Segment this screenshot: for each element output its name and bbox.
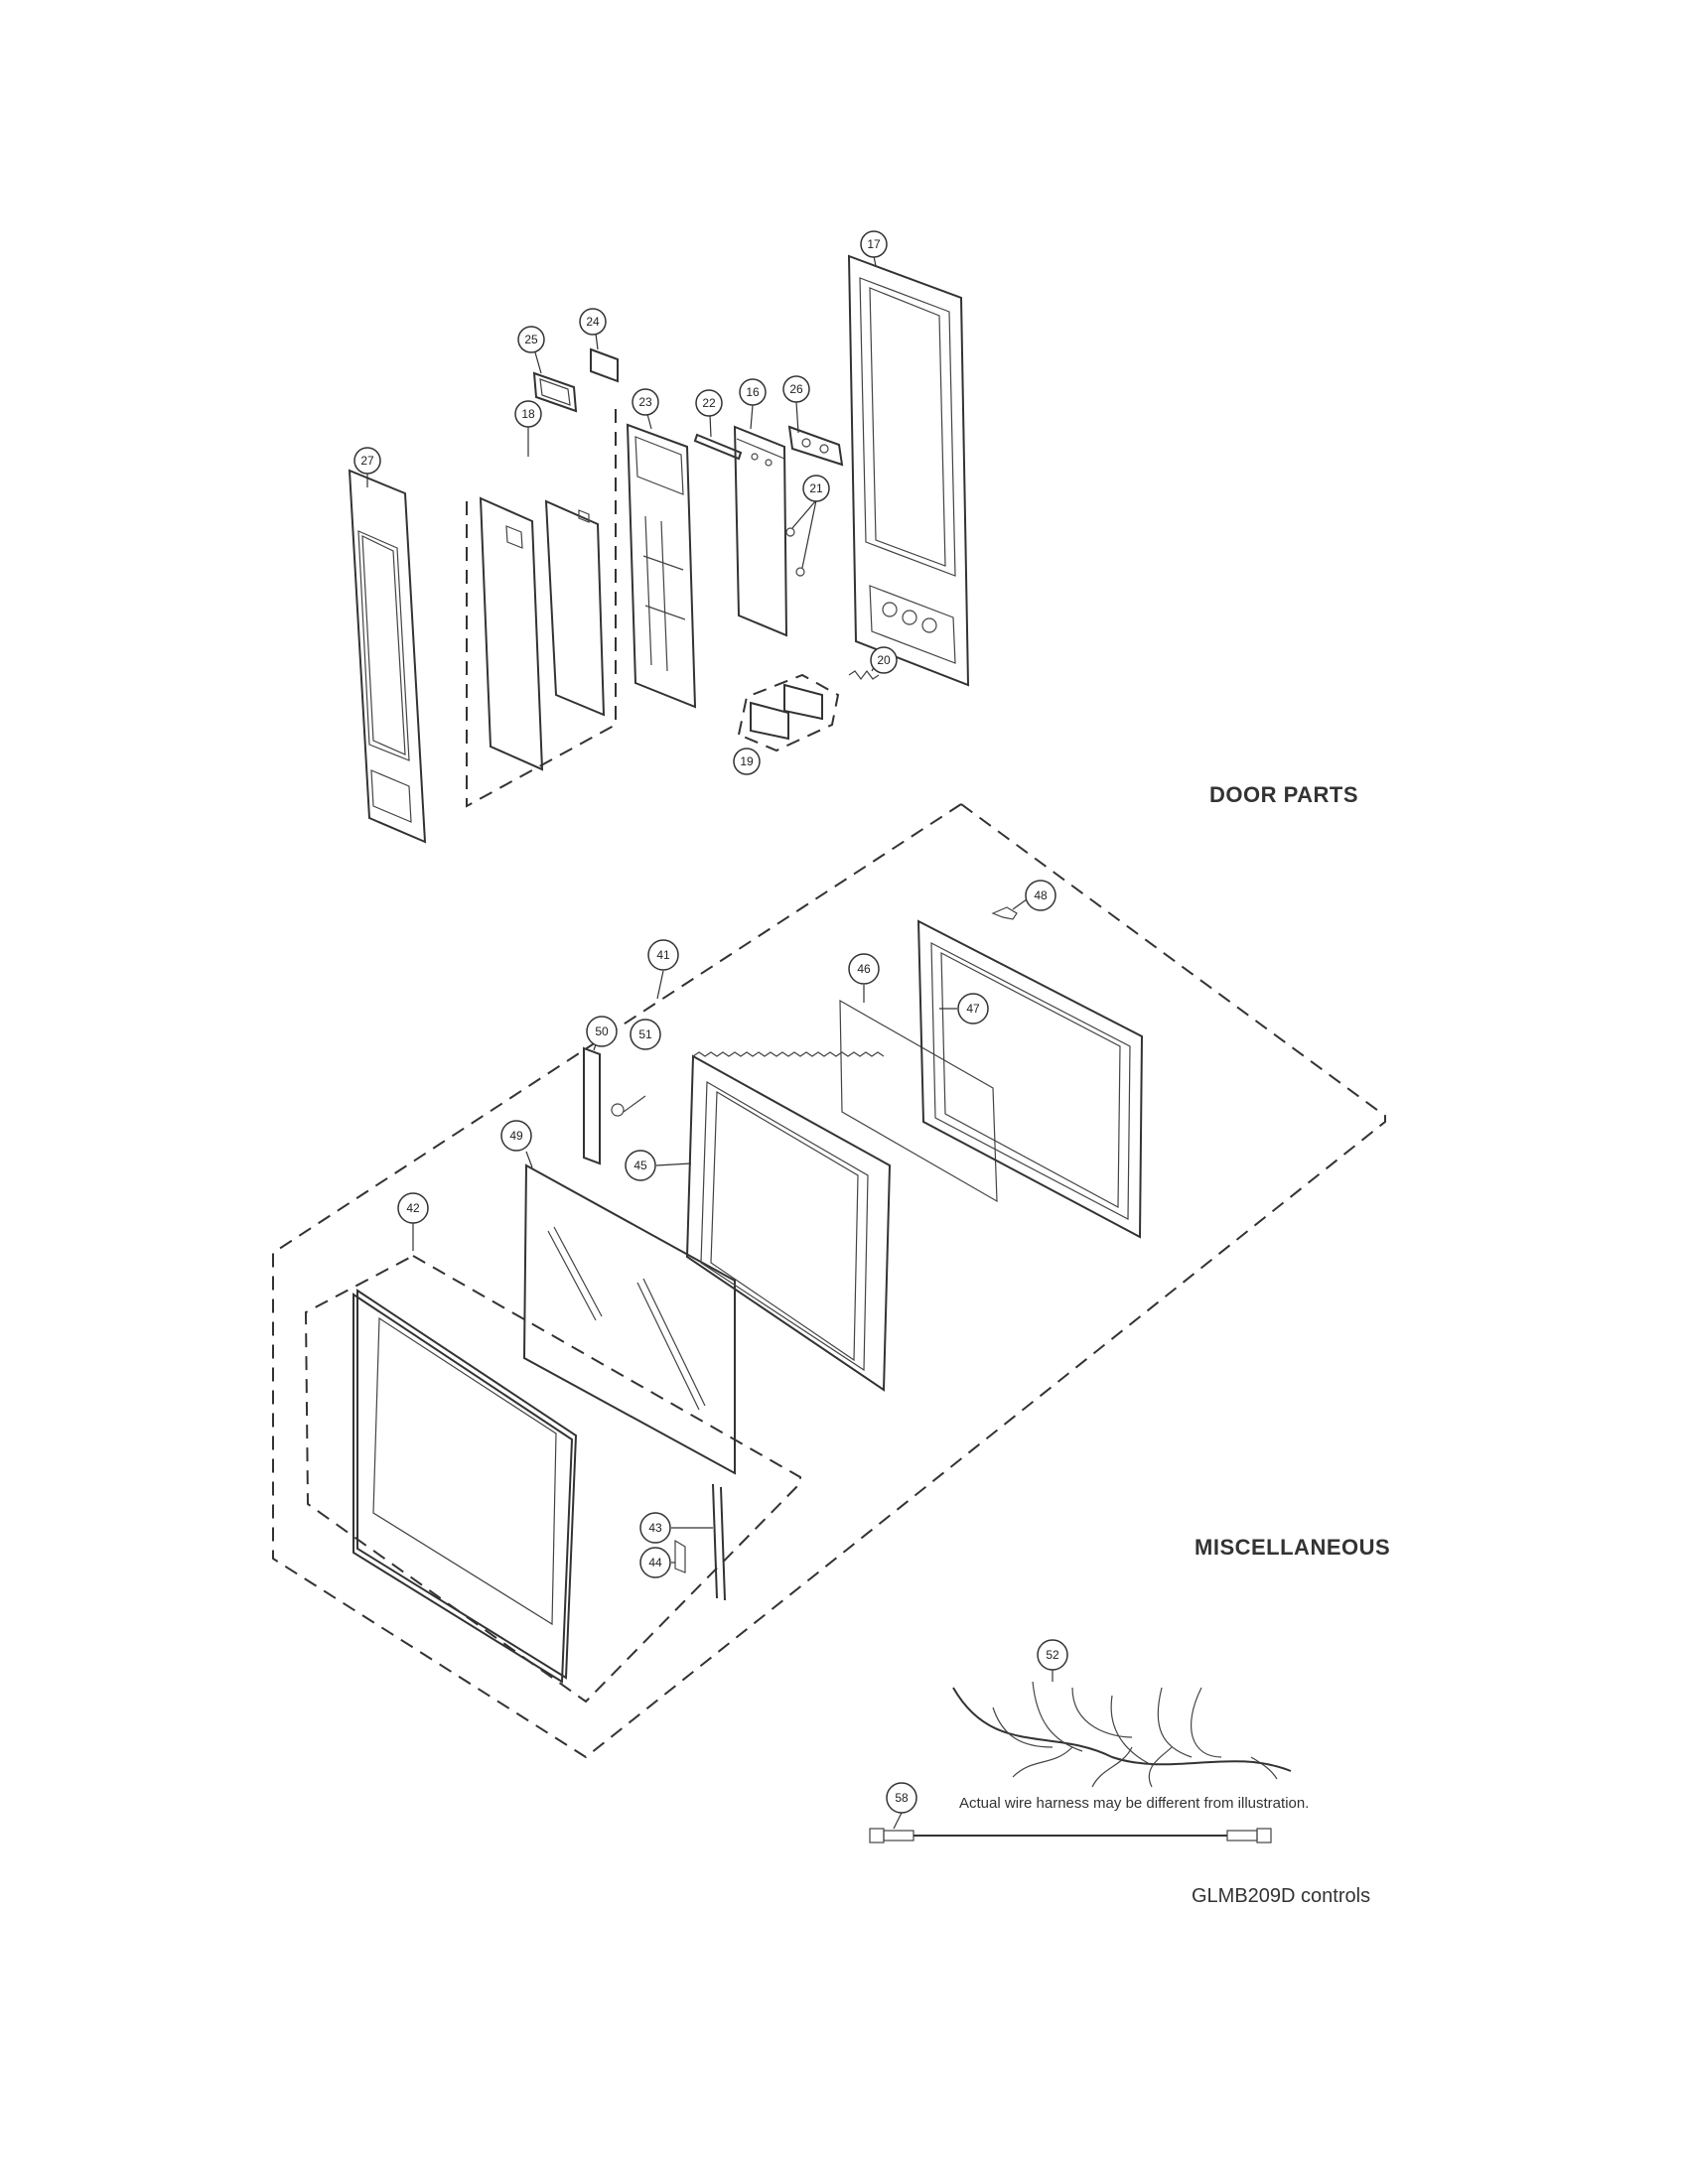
callout-58: 58	[886, 1782, 917, 1814]
svg-text:46: 46	[857, 962, 871, 976]
svg-text:51: 51	[638, 1027, 652, 1041]
callout-21: 21	[802, 475, 830, 502]
callout-47: 47	[957, 993, 989, 1024]
callout-25: 25	[517, 326, 545, 353]
callout-18: 18	[514, 400, 542, 428]
callout-45: 45	[625, 1150, 656, 1181]
svg-text:43: 43	[648, 1521, 662, 1535]
wire-harness-note: Actual wire harness may be different fro…	[959, 1795, 1310, 1812]
part-45-inner-frame	[685, 1051, 892, 1392]
part-16-control-board	[733, 425, 788, 637]
callout-26: 26	[782, 375, 810, 403]
callout-24: 24	[579, 308, 607, 336]
svg-text:45: 45	[633, 1159, 647, 1172]
callout-16: 16	[739, 378, 767, 406]
svg-text:18: 18	[521, 407, 535, 421]
callout-20: 20	[870, 646, 898, 674]
model-label: GLMB209D controls	[1192, 1885, 1371, 1907]
svg-text:17: 17	[867, 237, 881, 251]
svg-text:50: 50	[595, 1024, 609, 1038]
part-58-cable	[869, 1828, 1272, 1843]
svg-text:52: 52	[1046, 1648, 1059, 1662]
callout-52: 52	[1037, 1639, 1068, 1671]
svg-text:20: 20	[877, 653, 891, 667]
svg-text:42: 42	[406, 1201, 420, 1215]
part-41-door-assembly-group	[272, 803, 1386, 1759]
callout-23: 23	[632, 388, 659, 416]
svg-text:19: 19	[740, 754, 754, 768]
part-52-wire-harness	[952, 1681, 1292, 1788]
callout-46: 46	[848, 953, 880, 985]
callout-41: 41	[647, 939, 679, 971]
callout-51: 51	[630, 1019, 661, 1050]
part-17-door-frame	[847, 254, 970, 687]
callout-22: 22	[695, 389, 723, 417]
part-23-control-frame	[626, 423, 697, 709]
callout-44: 44	[639, 1547, 671, 1578]
callout-27: 27	[353, 447, 381, 475]
callout-19: 19	[733, 748, 761, 775]
part-20-spring	[848, 670, 880, 680]
section-title-miscellaneous: MISCELLANEOUS	[1195, 1535, 1391, 1560]
section-title-door-parts: DOOR PARTS	[1209, 782, 1359, 807]
svg-text:41: 41	[656, 948, 670, 962]
part-19-button-group	[738, 673, 840, 752]
svg-text:58: 58	[895, 1791, 909, 1805]
part-26-switch-bracket	[787, 425, 844, 467]
callout-49: 49	[500, 1120, 532, 1152]
part-24-plate	[590, 347, 619, 383]
part-42-door-front-group	[304, 1255, 801, 1704]
svg-text:24: 24	[586, 315, 600, 329]
part-42-door-front	[352, 1289, 578, 1684]
door-leaders	[366, 255, 879, 760]
svg-text:49: 49	[509, 1129, 523, 1143]
svg-text:26: 26	[789, 382, 803, 396]
part-18-sheet-group	[466, 407, 617, 808]
svg-text:16: 16	[746, 385, 760, 399]
callout-42: 42	[397, 1192, 429, 1224]
part-49-glass	[522, 1163, 736, 1475]
part-47-outer-frame	[916, 919, 1144, 1239]
part-27-door-panel	[348, 469, 427, 844]
callout-17: 17	[860, 230, 888, 258]
svg-text:23: 23	[638, 395, 652, 409]
misc-leaders	[412, 898, 1054, 1830]
svg-text:47: 47	[966, 1002, 980, 1016]
part-43-hinge	[712, 1483, 726, 1601]
svg-text:22: 22	[702, 396, 716, 410]
part-48-latch	[991, 906, 1018, 920]
part-50-choke	[583, 1046, 601, 1165]
part-21-screws	[785, 527, 805, 577]
callout-48: 48	[1025, 880, 1056, 911]
part-44-clip	[674, 1539, 686, 1573]
callout-50: 50	[586, 1016, 618, 1047]
svg-text:27: 27	[360, 454, 374, 468]
part-25-bracket	[532, 371, 578, 413]
svg-text:25: 25	[524, 333, 538, 346]
svg-text:48: 48	[1034, 888, 1048, 902]
part-22-strip	[693, 433, 743, 461]
svg-text:21: 21	[809, 481, 823, 495]
part-51-screw	[611, 1095, 646, 1117]
svg-text:44: 44	[648, 1556, 662, 1570]
part-46-film	[839, 999, 998, 1203]
callout-43: 43	[639, 1512, 671, 1544]
